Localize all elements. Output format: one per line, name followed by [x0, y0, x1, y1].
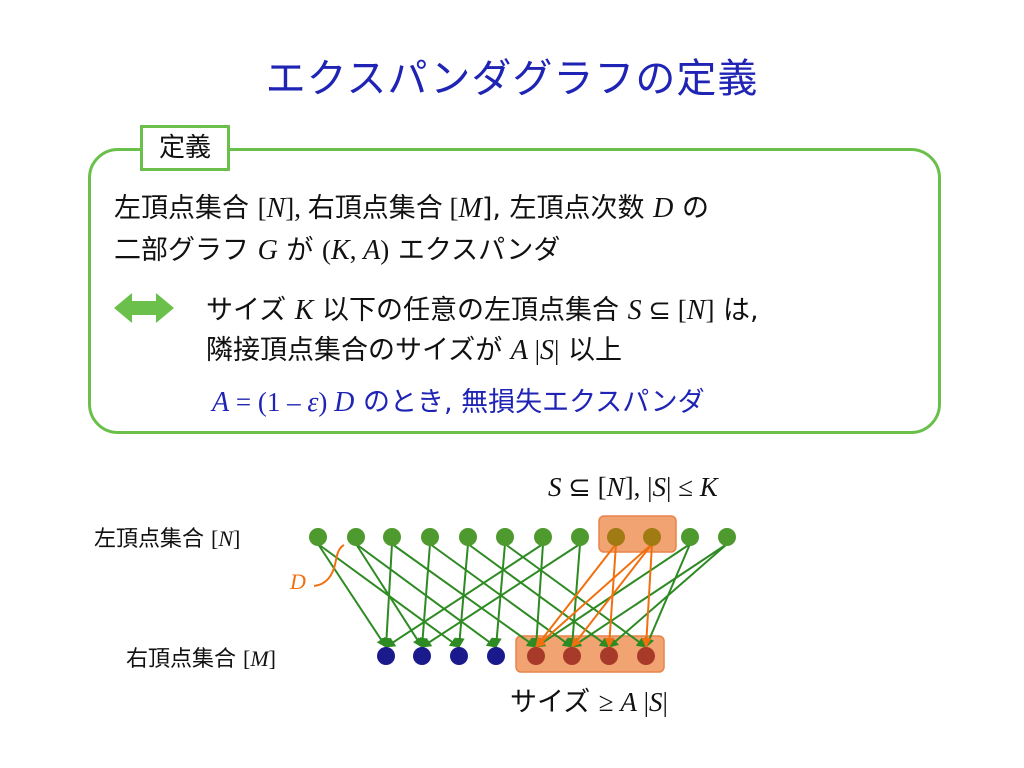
neighbor-right-vertex — [637, 647, 655, 665]
graph-edge — [385, 543, 544, 648]
left-vertex — [309, 528, 327, 546]
left-vertex — [681, 528, 699, 546]
lossless-condition: A = (1 – ε) D のとき, 無損失エクスパンダ — [212, 387, 705, 418]
degree-bracket — [313, 544, 345, 587]
graph-edge — [641, 543, 653, 648]
slide-title: エクスパンダグラフの定義 — [265, 56, 759, 102]
left-vertex — [718, 528, 736, 546]
degree-label: D — [289, 569, 306, 594]
left-vertex-set-label: 左頂点集合 [N] — [94, 526, 241, 552]
graph-edge — [535, 543, 617, 648]
definition-box — [88, 148, 941, 434]
graph-edge — [535, 543, 653, 648]
subset-left-vertex — [643, 528, 661, 546]
subset-left-vertex — [607, 528, 625, 546]
graph-edge — [608, 543, 728, 648]
left-vertex — [459, 528, 477, 546]
left-vertex — [534, 528, 552, 546]
neighborhood-size-label: サイズ ≥ A |S| — [510, 687, 668, 718]
definition-line-2: 二部グラフ G が (K, A) エクスパンダ — [114, 235, 561, 266]
left-vertex — [571, 528, 589, 546]
right-vertex-set-label: 右頂点集合 [M] — [126, 646, 276, 672]
neighbor-right-vertex — [563, 647, 581, 665]
graph-edge — [421, 543, 581, 648]
right-vertex — [377, 647, 395, 665]
graph-edge — [317, 543, 387, 648]
graph-edge — [571, 543, 653, 648]
subset-condition-label: S ⊆ [N], |S| ≤ K — [548, 472, 718, 502]
definition-tag: 定義 — [140, 125, 230, 171]
condition-line-1: サイズ K 以下の任意の左頂点集合 S ⊆ [N] は, — [206, 295, 759, 326]
definition-line-1: 左頂点集合 [N], 右頂点集合 [M], 左頂点次数 D の — [114, 193, 709, 224]
graph-edge — [531, 543, 544, 648]
iff-arrow-icon — [114, 293, 174, 323]
neighbor-right-vertex — [527, 647, 545, 665]
left-vertex — [383, 528, 401, 546]
left-vertex — [347, 528, 365, 546]
neighbor-right-vertex — [600, 647, 618, 665]
right-vertex — [413, 647, 431, 665]
condition-line-2: 隣接頂点集合のサイズが A |S| 以上 — [206, 335, 623, 366]
right-vertex — [487, 647, 505, 665]
graph-edge — [417, 543, 431, 648]
left-vertex — [421, 528, 439, 546]
graph-edge — [381, 543, 393, 648]
right-vertex — [450, 647, 468, 665]
left-vertex — [496, 528, 514, 546]
